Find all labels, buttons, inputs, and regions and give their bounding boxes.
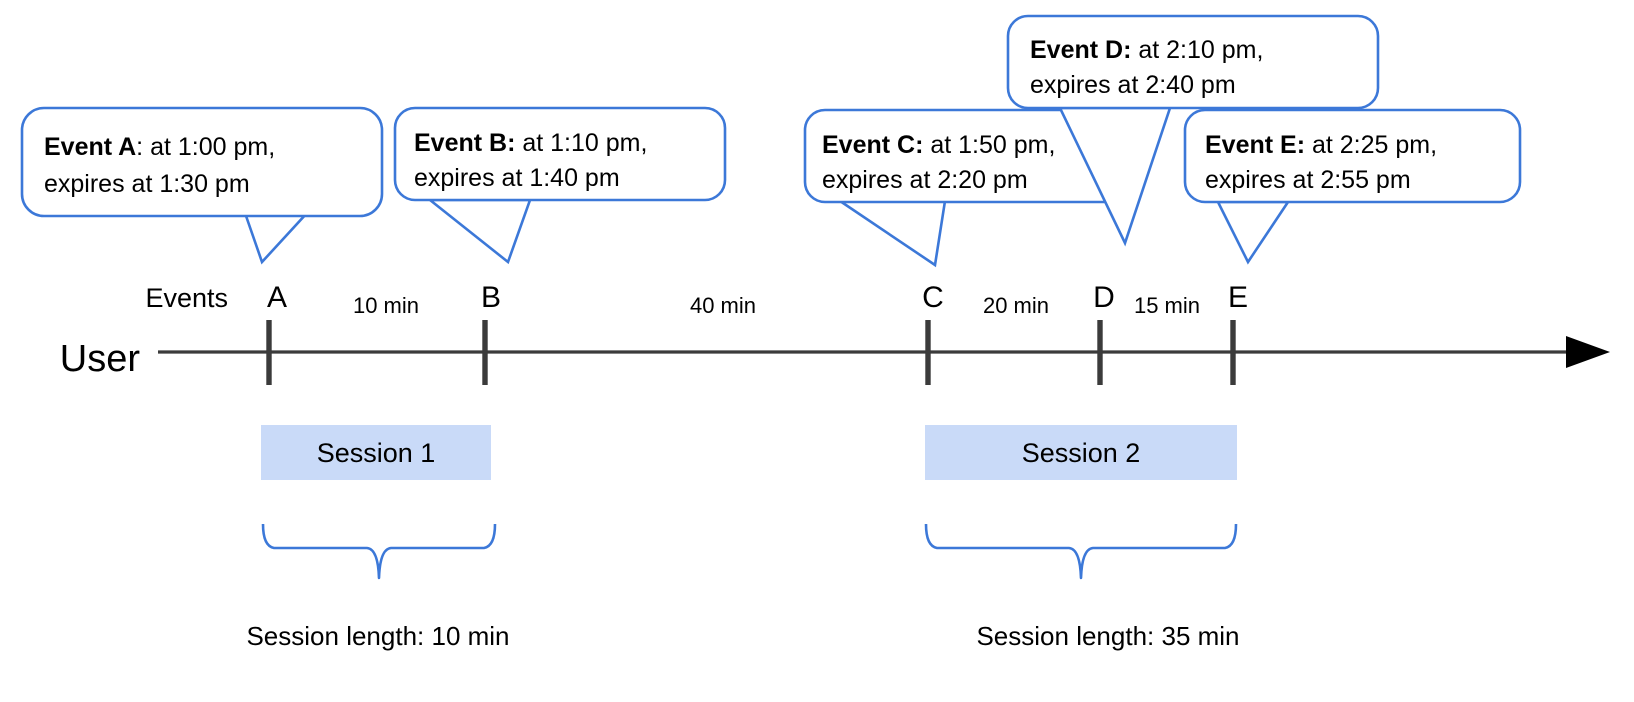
callout-b-lead: Event B: [414, 129, 515, 157]
callout-c-rest: at 1:50 pm, [930, 131, 1055, 159]
session-2-brace [924, 523, 1238, 580]
timeline-arrow-icon [1566, 336, 1610, 368]
session-1-brace [261, 523, 497, 580]
event-letter-a: A [267, 281, 287, 314]
session-2-label: Session 2 [1022, 438, 1141, 468]
session-1-length-label: Session length: 10 min [246, 621, 509, 651]
session-2-length-label: Session length: 35 min [976, 621, 1239, 651]
callout-d-line1: Event D: at 2:10 pm, [1030, 36, 1263, 64]
session-2-group[interactable]: Session 2 Session length: 35 min [924, 425, 1240, 651]
callout-a-tail [243, 211, 310, 265]
callout-e-box [1183, 108, 1522, 204]
callout-b-sep [515, 129, 522, 157]
callout-d-line2: expires at 2:40 pm [1030, 71, 1236, 99]
callout-event-d[interactable]: Event D: at 2:10 pm, expires at 2:40 pm [1006, 14, 1380, 247]
callout-a-line1: Event A: at 1:00 pm, [44, 133, 275, 161]
callout-a-rest: at 1:00 pm, [150, 133, 275, 161]
event-letter-c: C [922, 281, 944, 314]
callout-b-rest: at 1:10 pm, [522, 129, 647, 157]
callout-event-a[interactable]: Event A: at 1:00 pm, expires at 1:30 pm [20, 106, 384, 265]
callout-event-c[interactable]: Event C: at 1:50 pm, expires at 2:20 pm [803, 108, 1137, 268]
gap-label-a-b: 10 min [353, 293, 419, 318]
gap-label-d-e: 15 min [1134, 293, 1200, 318]
gap-label-c-d: 20 min [983, 293, 1049, 318]
callout-b-box [393, 106, 727, 202]
callout-e-line1: Event E: at 2:25 pm, [1205, 131, 1437, 159]
user-row-label: User [60, 338, 141, 380]
callout-a-sep: : [136, 133, 150, 161]
callout-e-sep [1305, 131, 1312, 159]
session-1-label: Session 1 [317, 438, 436, 468]
callout-b-tail [426, 198, 532, 265]
session-1-box [261, 425, 491, 480]
callout-event-e[interactable]: Event E: at 2:25 pm, expires at 2:55 pm [1183, 108, 1522, 265]
session-1-group[interactable]: Session 1 Session length: 10 min [246, 425, 510, 651]
event-letter-d: D [1093, 281, 1115, 314]
session-2-box [925, 425, 1237, 480]
callout-d-sep [1131, 36, 1138, 64]
callout-event-b[interactable]: Event B: at 1:10 pm, expires at 1:40 pm [393, 106, 727, 265]
callout-d-rest: at 2:10 pm, [1138, 36, 1263, 64]
callout-b-line1: Event B: at 1:10 pm, [414, 129, 647, 157]
callout-d-lead: Event D: [1030, 36, 1131, 64]
callout-e-rest: at 2:25 pm, [1312, 131, 1437, 159]
callout-c-line2: expires at 2:20 pm [822, 166, 1028, 194]
callout-a-box [20, 106, 384, 218]
callout-c-line1: Event C: at 1:50 pm, [822, 131, 1055, 159]
callout-d-box [1006, 14, 1380, 110]
gap-label-b-c: 40 min [690, 293, 756, 318]
callout-a-lead: Event A [44, 133, 136, 161]
callout-b-line2: expires at 1:40 pm [414, 164, 620, 192]
callout-c-lead: Event C: [822, 131, 923, 159]
callout-c-sep [923, 131, 930, 159]
callout-e-lead: Event E: [1205, 131, 1305, 159]
callout-e-line2: expires at 2:55 pm [1205, 166, 1411, 194]
callout-c-tail [835, 199, 947, 268]
callout-e-tail [1215, 200, 1291, 265]
events-row-label: Events [145, 283, 228, 313]
event-letter-e: E [1228, 281, 1248, 314]
callout-a-line2: expires at 1:30 pm [44, 170, 250, 198]
event-letter-b: B [481, 281, 501, 314]
